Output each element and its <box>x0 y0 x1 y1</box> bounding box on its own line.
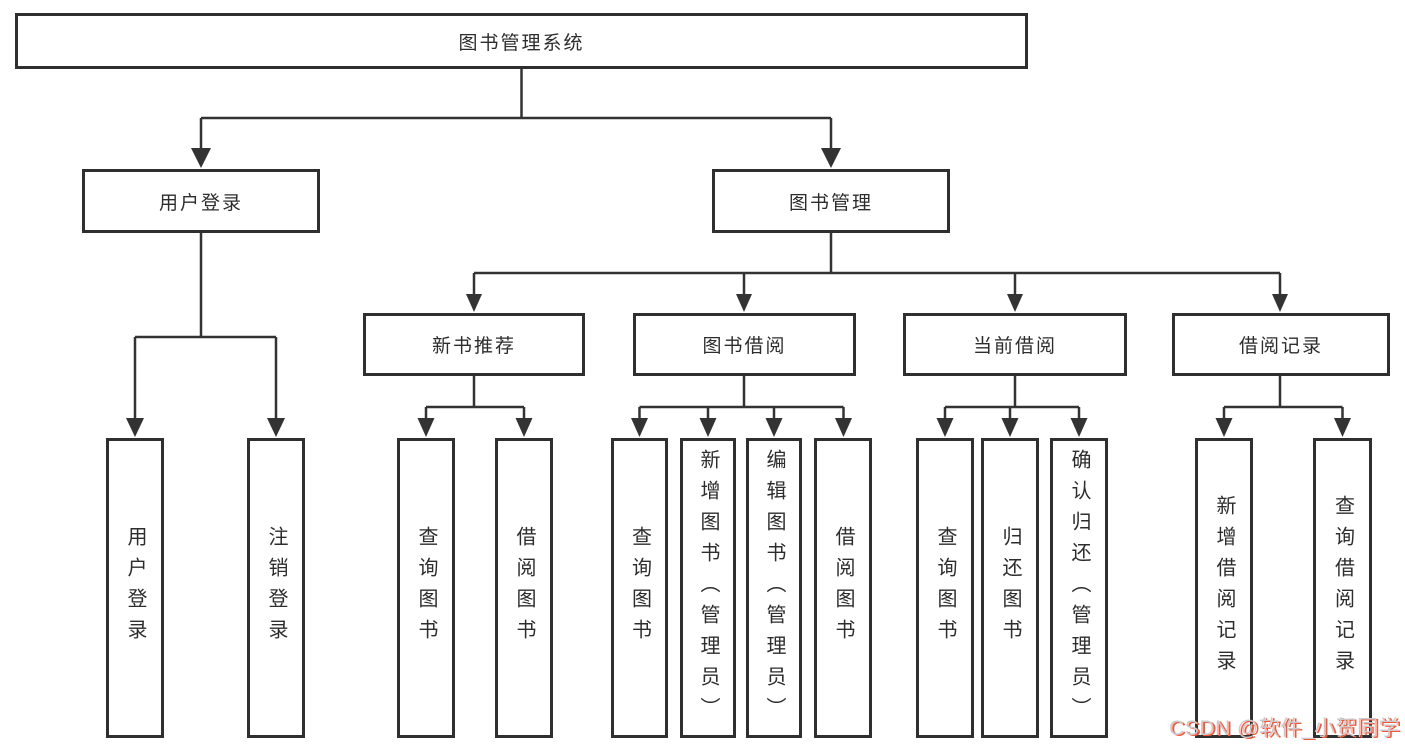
arrowhead <box>191 148 211 168</box>
node-user-login: 用户登录 <box>82 169 320 233</box>
node-current-borrow: 当前借阅 <box>903 313 1127 376</box>
arrowhead <box>1007 294 1023 312</box>
leaf-borrow-edit-books-admin: 编辑图书（管理员） <box>746 438 802 738</box>
node-root: 图书管理系统 <box>15 13 1028 69</box>
leaf-newbook-query-books: 查询图书 <box>397 438 455 738</box>
arrowhead <box>699 418 717 437</box>
arrowhead <box>515 418 533 437</box>
connector-records-to-leaves <box>1222 375 1344 419</box>
connector-borrow-to-leaves <box>638 375 845 419</box>
arrowhead <box>765 418 783 437</box>
leaf-borrow-query-books: 查询图书 <box>611 438 668 738</box>
arrowhead <box>936 418 954 437</box>
arrowhead <box>1001 418 1019 437</box>
node-new-book-recommend: 新书推荐 <box>363 313 585 376</box>
arrowhead <box>126 418 144 437</box>
leaf-current-confirm-return-admin: 确认归还（管理员） <box>1050 438 1108 738</box>
leaf-records-query-record: 查询借阅记录 <box>1313 438 1372 738</box>
arrowhead <box>821 148 841 168</box>
connector-login-to-leaves <box>133 232 278 419</box>
arrowhead <box>417 418 435 437</box>
arrowhead <box>1334 418 1351 437</box>
arrowhead <box>835 418 852 437</box>
node-book-borrow: 图书借阅 <box>633 313 856 376</box>
connector-newbook-to-leaves <box>424 375 526 419</box>
leaf-current-return-books: 归还图书 <box>981 438 1039 738</box>
leaf-borrow-add-books-admin: 新增图书（管理员） <box>680 438 736 738</box>
leaf-borrow-borrow-books: 借阅图书 <box>814 438 872 738</box>
arrowhead <box>631 418 648 437</box>
arrowhead <box>1070 418 1088 437</box>
arrowhead <box>1215 418 1233 437</box>
csdn-watermark: CSDN @软件_小贺同学 <box>1169 717 1400 740</box>
arrowhead <box>466 294 482 312</box>
leaf-logout: 注销登录 <box>247 438 305 738</box>
leaf-records-add-record: 新增借阅记录 <box>1195 438 1253 738</box>
leaf-user-login: 用户登录 <box>106 438 164 738</box>
connector-root-to-level2 <box>199 67 833 149</box>
leaf-newbook-borrow-books: 借阅图书 <box>495 438 553 738</box>
arrowhead <box>1272 294 1288 312</box>
connector-mgmt-to-level3 <box>472 232 1282 295</box>
arrowhead <box>267 418 285 437</box>
leaf-current-query-books: 查询图书 <box>916 438 974 738</box>
connector-current-to-leaves <box>943 375 1081 419</box>
node-borrow-records: 借阅记录 <box>1172 313 1390 376</box>
arrowhead <box>736 294 752 312</box>
node-book-management: 图书管理 <box>712 169 950 233</box>
